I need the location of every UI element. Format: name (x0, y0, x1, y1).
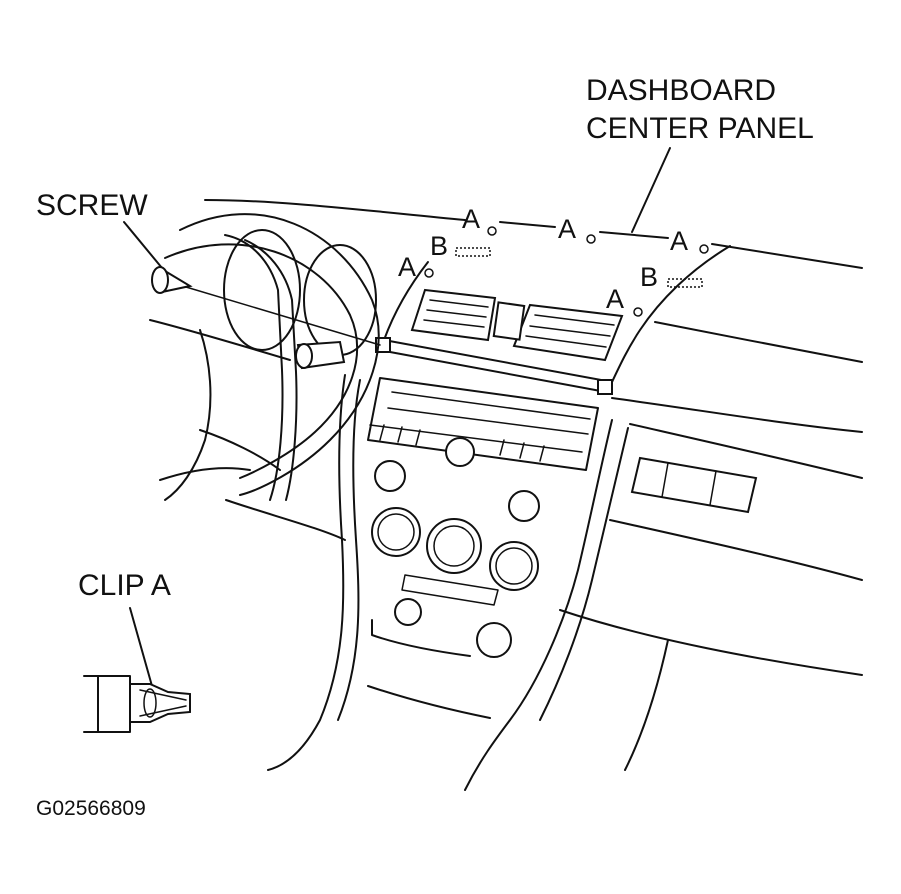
marker-a-1: A (462, 204, 480, 234)
label-clip-a: CLIP A (78, 569, 171, 602)
marker-a-5: A (606, 284, 624, 314)
dashboard-center-panel (204, 199, 863, 395)
marker-a-3: A (670, 226, 688, 256)
clip-a-detail (83, 675, 191, 733)
marker-b-1: B (430, 231, 448, 261)
marker-a-4: A (398, 252, 416, 282)
label-center-panel: CENTER PANEL (586, 112, 814, 145)
clip-a-holes (424, 226, 709, 317)
passenger-dash (225, 321, 863, 771)
leader-lines (123, 147, 671, 687)
marker-b-2: B (640, 262, 658, 292)
steering-wheel (149, 213, 380, 501)
label-screw: SCREW (36, 189, 148, 222)
marker-a-2: A (558, 214, 576, 244)
center-console (267, 374, 629, 791)
screw-icon (151, 266, 381, 346)
label-dashboard: DASHBOARD (586, 74, 776, 107)
clip-b-slots (455, 247, 703, 288)
figure-code: G02566809 (36, 797, 146, 820)
